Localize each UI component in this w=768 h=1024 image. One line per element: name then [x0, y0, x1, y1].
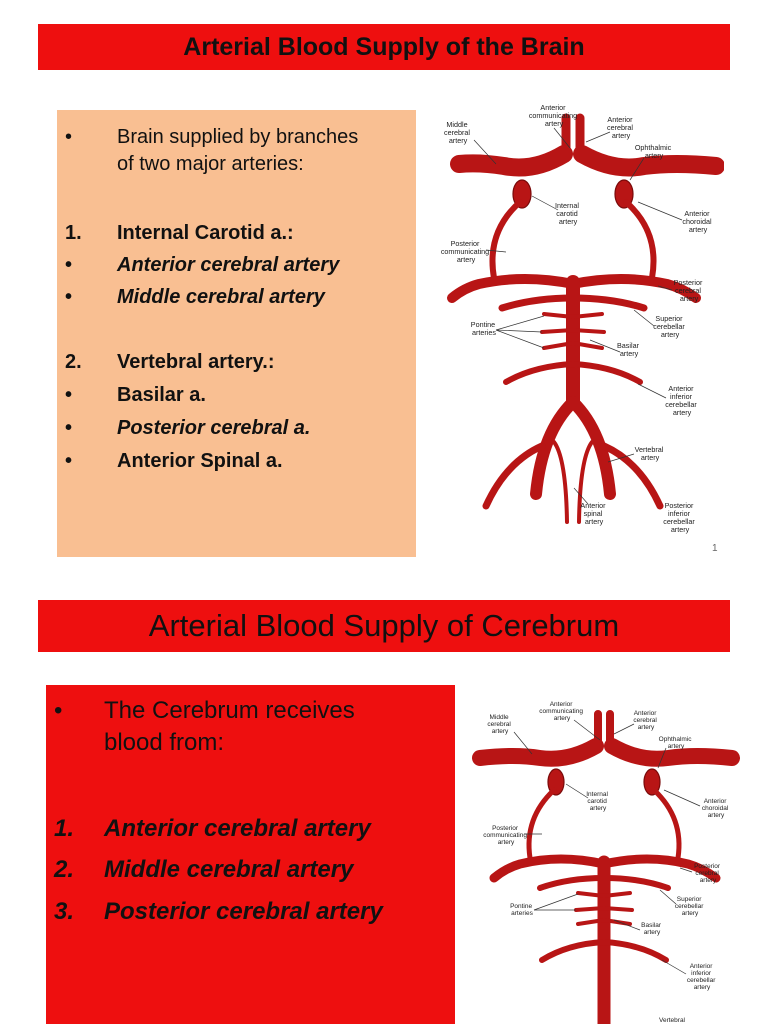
slide2-text-box: • The Cerebrum receives blood from: 1. A… — [46, 685, 455, 1024]
bullet-text: Middle cerebral artery — [117, 286, 325, 308]
label-anterior-inferior-cerebellar: Anterior inferior cerebellar artery — [665, 384, 699, 417]
bullet-marker — [65, 151, 117, 178]
circle-of-willis-diagram-2: Anterior communicating artery Middle cer… — [472, 701, 740, 1024]
bullet-text: Brain supplied by branches — [117, 126, 359, 148]
diagram-labels: Anterior communicating artery Middle cer… — [483, 701, 730, 1024]
artery-drawing — [447, 113, 724, 524]
list-item: • The Cerebrum receives — [54, 695, 355, 726]
label-anterior-cerebral: Anterior cerebral artery — [633, 710, 658, 731]
label-superior-cerebellar: Superior cerebellar artery — [653, 314, 687, 339]
bullet-marker — [54, 727, 104, 758]
label-internal-carotid: Internal carotid artery — [555, 201, 581, 226]
label-anterior-choroidal: Anterior choroidal artery — [702, 798, 730, 819]
label-ophthalmic: Ophthalmic artery — [659, 736, 694, 750]
page-number: 1 — [712, 543, 718, 554]
list-item: 3. Posterior cerebral artery — [54, 896, 383, 927]
bullet-marker: • — [65, 254, 73, 276]
list-item: 2. Vertebral artery.: — [65, 349, 275, 376]
list-item: 1. Internal Carotid a.: — [65, 220, 294, 247]
list-item: blood from: — [54, 727, 224, 758]
list-item: 1. Anterior cerebral artery — [54, 813, 371, 844]
bullet-text: Anterior cerebral artery — [117, 254, 340, 276]
bullet-marker: • — [65, 417, 73, 439]
bullet-marker: • — [65, 126, 73, 148]
bullet-text: Vertebral artery.: — [117, 351, 275, 373]
bullet-marker: • — [54, 697, 63, 724]
bullet-marker: 1. — [54, 815, 75, 842]
bullet-text: of two major arteries: — [117, 153, 304, 175]
artery-drawing — [472, 710, 740, 1024]
bullet-text: Internal Carotid a.: — [117, 222, 294, 244]
list-item: • Basilar a. — [65, 382, 206, 409]
label-basilar: Basilar artery — [617, 341, 641, 358]
label-anterior-cerebral: Anterior cerebral artery — [607, 115, 635, 140]
label-vertebral: Vertebral — [659, 1017, 686, 1024]
label-middle-cerebral: Middle cerebral artery — [444, 120, 472, 145]
bullet-marker: 2. — [54, 856, 75, 883]
leader-lines — [473, 127, 683, 505]
label-posterior-cerebral: Posterior cerebral artery — [674, 278, 705, 303]
bullet-marker: • — [65, 286, 73, 308]
label-internal-carotid: Internal carotid artery — [586, 791, 610, 812]
label-middle-cerebral: Middle cerebral artery — [487, 714, 512, 735]
bullet-text: The Cerebrum receives — [104, 697, 355, 724]
bullet-text: Posterior cerebral a. — [117, 417, 311, 439]
diagram-labels: Anterior communicating artery Middle cer… — [441, 103, 713, 534]
slide1-text-box: • Brain supplied by branches of two majo… — [57, 110, 416, 557]
bullet-marker: 2. — [65, 351, 82, 373]
label-anterior-inferior-cerebellar: Anterior inferior cerebellar artery — [687, 963, 717, 991]
leader-lines — [513, 719, 701, 975]
label-superior-cerebellar: Superior cerebellar artery — [675, 896, 705, 917]
label-basilar: Basilar artery — [641, 922, 663, 936]
circle-of-willis-diagram: Anterior communicating artery Middle cer… — [441, 103, 724, 534]
list-item: • Posterior cerebral a. — [65, 415, 310, 442]
list-item: • Anterior cerebral artery — [65, 252, 339, 279]
list-item: 2. Middle cerebral artery — [54, 854, 353, 885]
label-posterior-inferior-cerebellar: Posterior inferior cerebellar artery — [663, 501, 697, 534]
bullet-marker: • — [65, 384, 73, 406]
bullet-marker: • — [65, 450, 73, 472]
list-item: • Middle cerebral artery — [65, 284, 325, 311]
label-anterior-choroidal: Anterior choroidal artery — [682, 209, 713, 234]
bullet-text: Middle cerebral artery — [104, 856, 354, 883]
bullet-text: Anterior Spinal a. — [117, 450, 283, 472]
bullet-text: blood from: — [104, 729, 225, 756]
label-posterior-communicating: Posterior communicating artery — [483, 825, 529, 846]
label-pontine: Pontine arteries — [510, 903, 534, 917]
bullet-text: Anterior cerebral artery — [104, 815, 371, 842]
list-item: • Anterior Spinal a. — [65, 448, 283, 475]
label-posterior-cerebral: Posterior cerebral artery — [694, 863, 722, 884]
label-posterior-communicating: Posterior communicating artery — [441, 239, 491, 264]
bullet-marker: 1. — [65, 222, 82, 244]
label-pontine: Pontine arteries — [471, 320, 497, 337]
bullet-text: Posterior cerebral artery — [104, 898, 383, 925]
label-anterior-communicating: Anterior communicating artery — [529, 103, 579, 128]
slide1-title: Arterial Blood Supply of the Brain — [38, 24, 730, 70]
list-item: of two major arteries: — [65, 151, 304, 178]
label-vertebral: Vertebral artery — [635, 445, 666, 462]
bullet-text: Basilar a. — [117, 384, 206, 406]
bullet-marker: 3. — [54, 898, 75, 925]
label-ophthalmic: Ophthalmic artery — [635, 143, 673, 160]
label-anterior-spinal: Anterior spinal artery — [580, 501, 607, 526]
list-item: • Brain supplied by branches — [65, 124, 358, 151]
label-anterior-communicating: Anterior communicating artery — [539, 701, 585, 722]
slide2-title: Arterial Blood Supply of Cerebrum — [38, 600, 730, 652]
